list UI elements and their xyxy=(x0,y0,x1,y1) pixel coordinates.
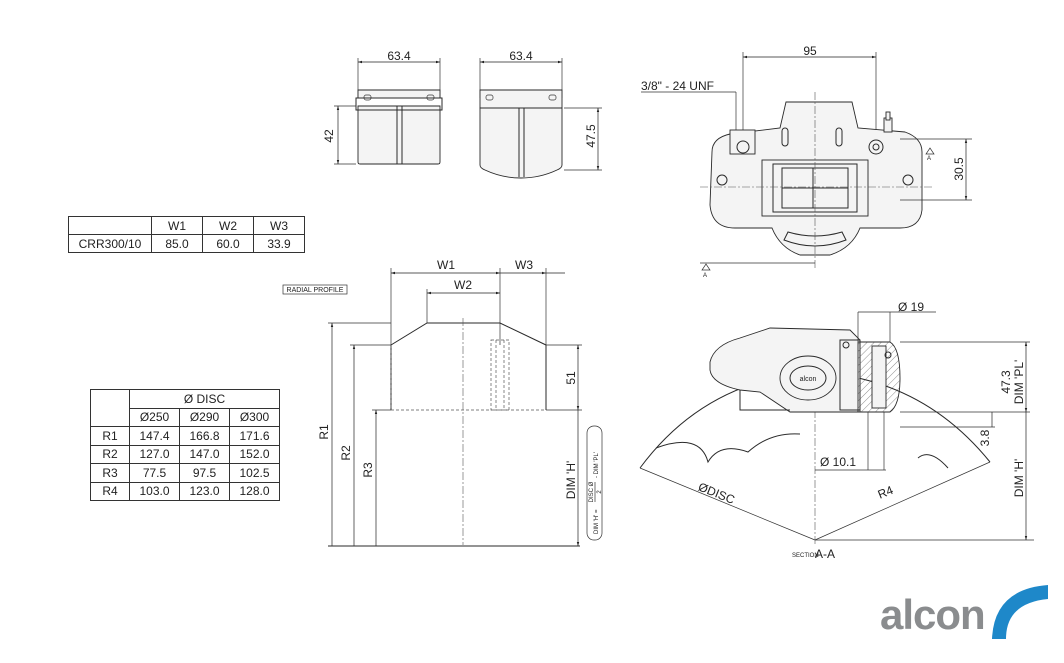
table-row: R1 147.4 166.8 171.6 xyxy=(90,426,280,446)
caliper-body-logo: alcon xyxy=(800,376,817,383)
pad2-width-dim: 63.4 xyxy=(509,49,533,63)
table-cell: 147.4 xyxy=(129,426,180,446)
w2-label: W2 xyxy=(454,278,472,292)
table-cell: 171.6 xyxy=(229,426,280,446)
table-cell: 147.0 xyxy=(179,444,230,464)
r4-label: R4 xyxy=(876,483,896,502)
table-cell: 152.0 xyxy=(229,444,280,464)
table-header-cell: Ø290 xyxy=(179,407,230,427)
table-cell: R3 xyxy=(90,463,130,483)
pad1-width-dim: 63.4 xyxy=(387,49,411,63)
table-cell: 103.0 xyxy=(129,481,180,501)
table-row: CRR300/10 85.0 60.0 33.9 xyxy=(68,234,305,253)
table-row: R3 77.5 97.5 102.5 xyxy=(90,463,280,483)
disc-group-header: Ø DISC xyxy=(129,389,280,409)
table-header-cell: W3 xyxy=(253,216,305,235)
disc-dimension-table: Ø DISC Ø250 Ø290 Ø300 R1 147.4 166.8 171… xyxy=(90,389,280,501)
table-cell: 102.5 xyxy=(229,463,280,483)
r1-label: R1 xyxy=(317,424,331,440)
formula-rhs: - DIM 'PL' xyxy=(594,452,600,478)
dim-h-label: DIM 'H' xyxy=(564,461,578,500)
table-cell: 123.0 xyxy=(179,481,230,501)
caliper-height-dim: 30.5 xyxy=(952,157,966,181)
table-header-cell xyxy=(68,216,152,235)
table-header-cell: W2 xyxy=(202,216,254,235)
section-word: SECTION xyxy=(792,553,819,559)
table-cell: 77.5 xyxy=(129,463,180,483)
section-id: A-A xyxy=(815,547,835,561)
logo-swoosh-icon xyxy=(992,585,1048,639)
disc-dia-label: ØDISC xyxy=(696,480,737,507)
r2-label: R2 xyxy=(339,445,353,461)
table-cell: 97.5 xyxy=(179,463,230,483)
table-row: R2 127.0 147.0 152.0 xyxy=(90,444,280,464)
table-header-cell: W1 xyxy=(151,216,203,235)
radial-profile-view: RADIAL PROFILE W1 W3 W2 R1 R2 R3 xyxy=(282,258,603,547)
dia-19-label: Ø 19 xyxy=(898,300,924,314)
table-group-header-row: Ø DISC xyxy=(90,389,280,427)
brake-pad-1-view: 63.4 42 xyxy=(322,49,443,165)
logo-text: alcon xyxy=(880,591,986,638)
table-cell: R2 xyxy=(90,444,130,464)
table-header-cell: Ø250 xyxy=(129,407,180,427)
dia-10-1-label: Ø 10.1 xyxy=(820,455,856,469)
table-cell: 85.0 xyxy=(151,234,203,253)
brake-pad-2-view: 63.4 47.5 xyxy=(479,49,602,179)
table-cell: R4 xyxy=(90,481,130,501)
table-cell: R1 xyxy=(90,426,130,446)
dim-3-8: 3.8 xyxy=(978,429,992,446)
w3-label: W3 xyxy=(515,258,533,272)
w1-label: W1 xyxy=(437,258,455,272)
pad2-height-dim: 47.5 xyxy=(584,124,598,148)
pad1-height-dim: 42 xyxy=(322,129,336,143)
caliper-front-view: 95 3/8" - 24 UNF 30.5 A xyxy=(641,44,972,279)
formula-num: DISC Ø xyxy=(589,481,595,502)
datum-a-bottom: A xyxy=(703,273,707,279)
table-row: R4 103.0 123.0 128.0 xyxy=(90,481,280,501)
r3-label: R3 xyxy=(361,462,375,478)
pad-dimension-table: W1 W2 W3 CRR300/10 85.0 60.0 33.9 xyxy=(68,216,305,253)
datum-a-top: A xyxy=(927,156,931,162)
dim-pl-label: DIM 'PL' xyxy=(1012,360,1026,405)
alcon-logo: alcon xyxy=(880,583,1050,643)
thread-callout: 3/8" - 24 UNF xyxy=(641,79,714,93)
table-cell: 60.0 xyxy=(202,234,254,253)
radial-profile-label: RADIAL PROFILE xyxy=(287,287,344,294)
table-cell: 166.8 xyxy=(179,426,230,446)
dim-pl-value: 47.3 xyxy=(999,370,1013,394)
table-cell: CRR300/10 xyxy=(68,234,152,253)
formula-lhs: DIM 'H' = xyxy=(594,509,600,534)
dim-51: 51 xyxy=(564,371,578,385)
table-cell: 33.9 xyxy=(253,234,305,253)
table-cell: 128.0 xyxy=(229,481,280,501)
table-header-row: W1 W2 W3 xyxy=(68,216,305,235)
table-corner-cell xyxy=(90,389,130,427)
formula-den: 2 xyxy=(597,490,603,494)
table-cell: 127.0 xyxy=(129,444,180,464)
section-a-a-view: alcon Ø 19 Ø 10.1 47.3 DIM 'PL' 3.8 DIM … xyxy=(639,300,1034,561)
table-header-cell: Ø300 xyxy=(229,407,280,427)
section-dim-h-label: DIM 'H' xyxy=(1012,459,1026,498)
caliper-width-dim: 95 xyxy=(803,44,817,58)
